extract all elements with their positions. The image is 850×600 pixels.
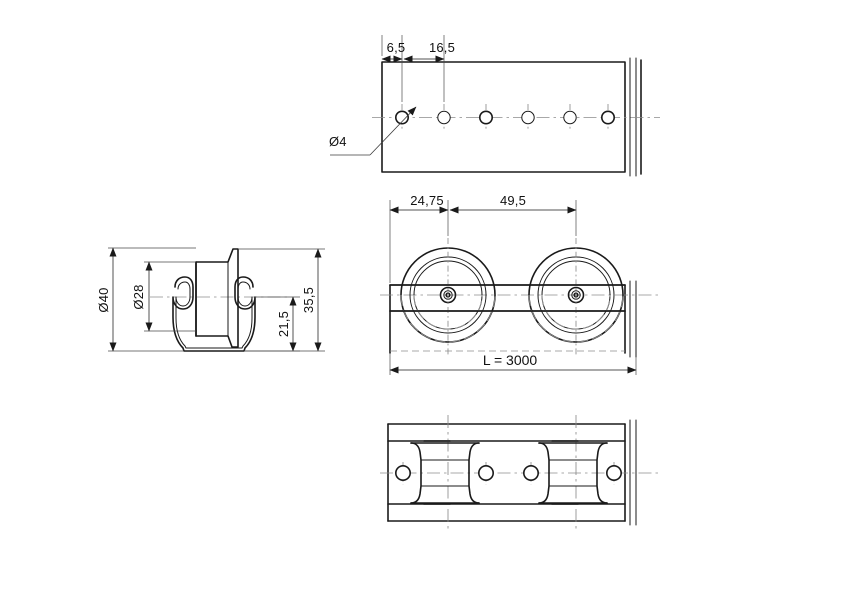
top-view-outline bbox=[381, 61, 626, 173]
dia4-label: Ø4 bbox=[329, 134, 347, 149]
dimension-dia40 bbox=[108, 247, 196, 352]
cross-section-view: Ø40 Ø28 21,5 35,5 bbox=[96, 247, 325, 352]
roller-profile bbox=[195, 248, 239, 348]
roller-1 bbox=[400, 238, 496, 355]
hole-4 bbox=[521, 104, 535, 131]
front-view-break-line bbox=[629, 280, 637, 358]
hole-6 bbox=[600, 104, 615, 131]
dimension-35-5-label: 35,5 bbox=[301, 287, 316, 313]
dimension-dia28-label: Ø28 bbox=[131, 284, 146, 309]
roller-cutout-1 bbox=[410, 442, 480, 504]
hole-2 bbox=[437, 104, 451, 131]
dimension-6-5-label: 6,5 bbox=[387, 40, 406, 55]
bottom-hole-3 bbox=[522, 462, 539, 485]
hole-5 bbox=[563, 104, 577, 131]
dimension-35-5 bbox=[238, 248, 325, 352]
bottom-view-edge-detail bbox=[423, 440, 579, 505]
top-view-break-line bbox=[629, 57, 642, 177]
dimension-16-5-label: 16,5 bbox=[429, 40, 455, 55]
bottom-hole-2 bbox=[477, 462, 494, 485]
bottom-view-break-line bbox=[629, 419, 637, 526]
top-view-hole-group bbox=[394, 104, 615, 131]
dimension-dia28 bbox=[144, 261, 196, 332]
dia4-leader bbox=[330, 106, 417, 156]
overall-length-label: L = 3000 bbox=[483, 352, 538, 368]
bottom-hole-4 bbox=[605, 462, 622, 485]
dimension-49-5-label: 49,5 bbox=[500, 193, 526, 208]
hole-3 bbox=[478, 104, 493, 131]
bottom-view bbox=[380, 415, 660, 530]
top-view: Ø4 6,5 16,5 bbox=[329, 35, 660, 177]
bottom-view-hole-group bbox=[394, 462, 622, 485]
bottom-view-outline bbox=[387, 423, 626, 522]
front-view-rail-overlay bbox=[389, 284, 626, 312]
bottom-view-roller-centerlines bbox=[447, 415, 577, 530]
bottom-hole-1 bbox=[394, 462, 411, 485]
dimension-24-75-label: 24,75 bbox=[410, 193, 444, 208]
roller-2 bbox=[528, 238, 624, 355]
top-view-dimension-chain bbox=[381, 35, 445, 102]
front-elevation-view: 24,75 49,5 L = 3000 bbox=[380, 193, 660, 375]
dimension-dia40-label: Ø40 bbox=[96, 287, 111, 312]
roller-cutout-2 bbox=[538, 442, 608, 504]
front-view-dimension-chain bbox=[389, 200, 577, 283]
front-view-overall-length-dimension bbox=[389, 353, 637, 375]
dimension-21-5-label: 21,5 bbox=[276, 311, 291, 337]
hole-1 bbox=[394, 104, 409, 131]
